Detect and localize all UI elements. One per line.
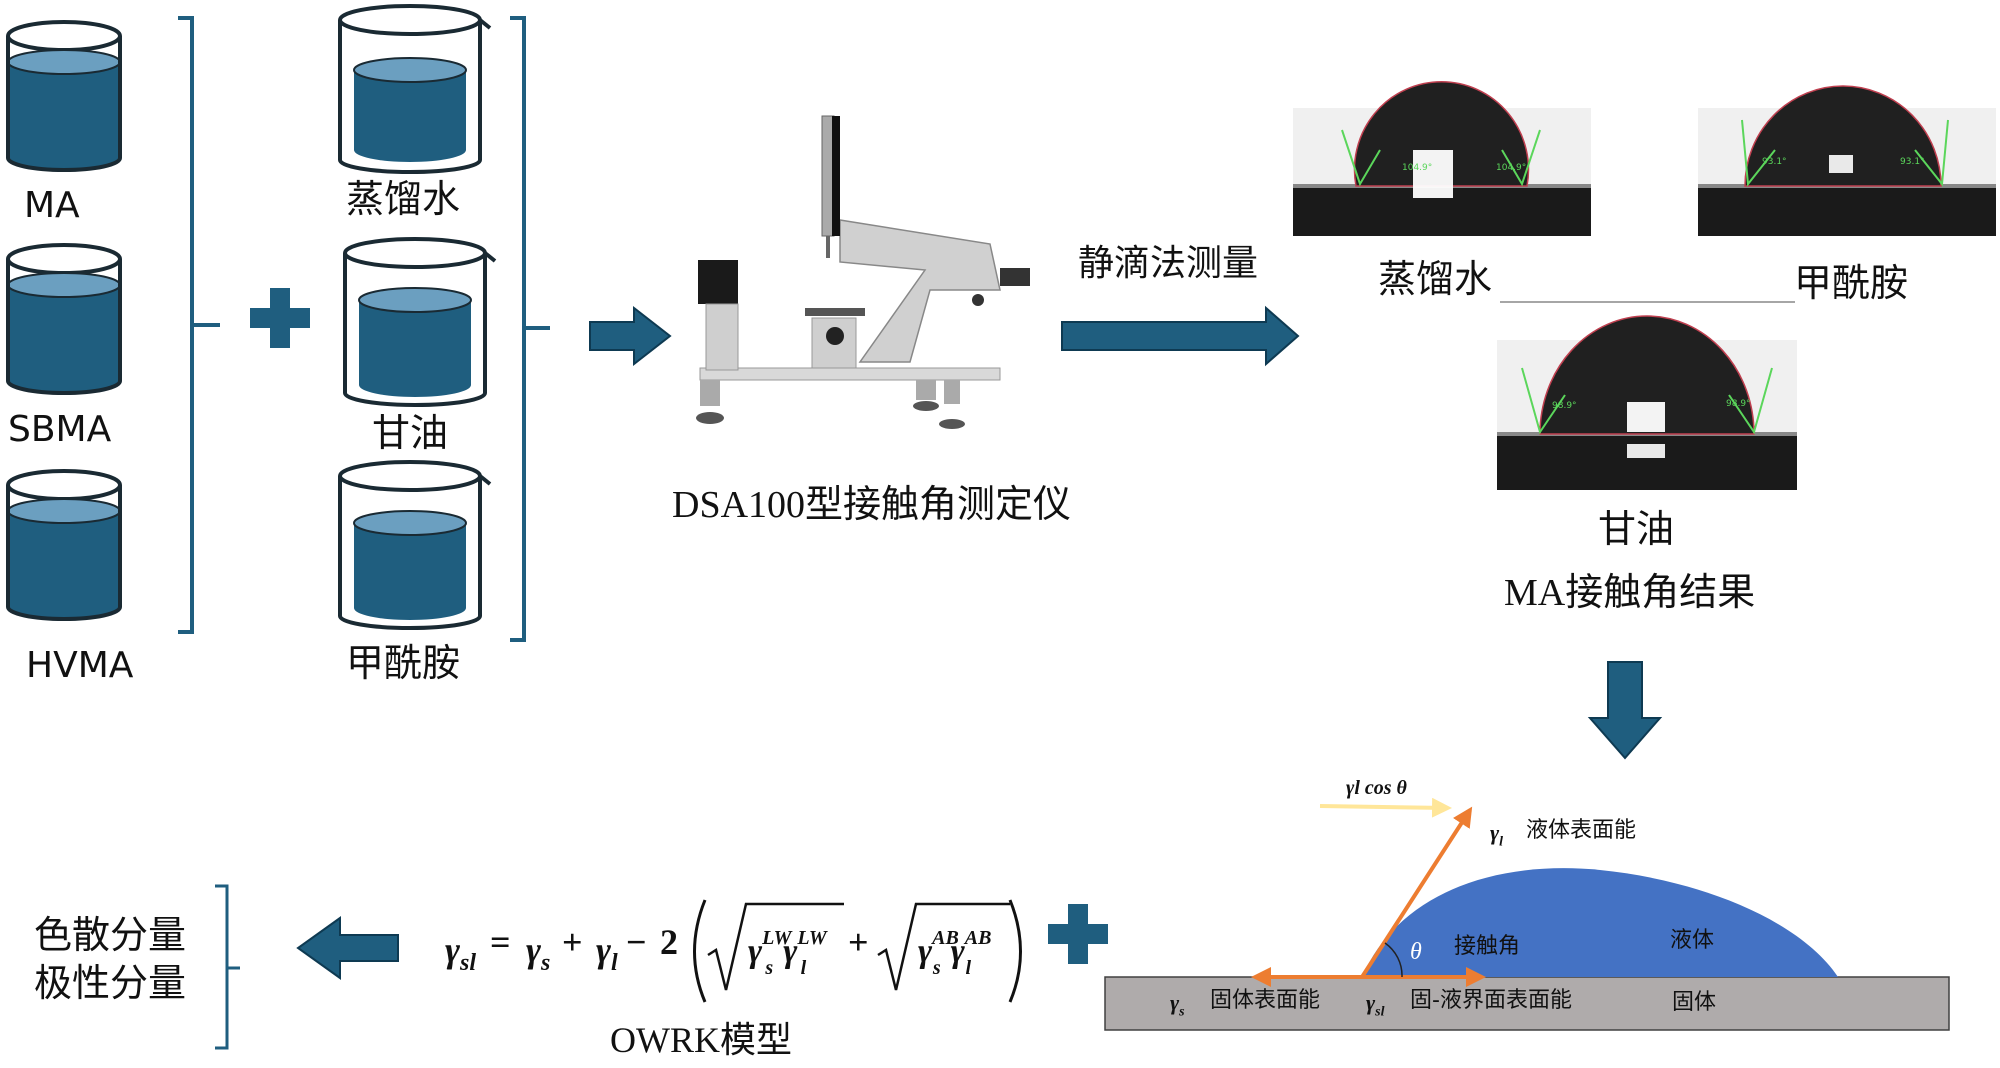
gamma-sl-label: 固-液界面表面能 <box>1410 988 1572 1013</box>
liquid-label-glycerol: 甘油 <box>372 411 449 455</box>
gamma-l-label: 液体表面能 <box>1526 818 1637 843</box>
photo-formamide <box>1698 85 1996 236</box>
beaker-sbma <box>6 243 122 395</box>
svg-text:−: − <box>626 922 647 962</box>
angle-text-formamide-right: 93.1° <box>1900 157 1925 167</box>
component-polar: 极性分量 <box>34 961 187 1005</box>
components-bracket <box>215 884 240 1050</box>
angle-text-water-right: 104.9° <box>1496 163 1527 173</box>
photo-label-water: 蒸馏水 <box>1378 257 1493 301</box>
gamma-s-label: 固体表面能 <box>1210 988 1321 1013</box>
liquid-label-water: 蒸馏水 <box>346 177 461 221</box>
theta-label: 接触角 <box>1454 934 1521 959</box>
svg-text:+: + <box>848 922 869 962</box>
arrow-right-icon <box>589 305 672 367</box>
angle-text-water-left: 104.9° <box>1402 163 1433 173</box>
instrument-label: DSA100型接触角测定仪 <box>672 484 1072 526</box>
young-equation-diagram <box>1104 797 1950 1031</box>
gamma-l-cos-label: γl cos θ <box>1346 777 1407 799</box>
theta-arc <box>1384 942 1403 978</box>
sample-label-sbma: SBMA <box>8 409 112 450</box>
arrow-left-icon <box>296 916 399 980</box>
samples-bracket <box>178 16 220 634</box>
beaker-glycerol <box>343 237 497 407</box>
svg-text:=: = <box>490 922 511 962</box>
liquid-label: 液体 <box>1670 928 1715 953</box>
photo-label-formamide: 甲酰胺 <box>1794 261 1909 305</box>
svg-text:γs: γs <box>526 930 550 976</box>
beaker-ma <box>6 20 122 172</box>
beaker-formamide <box>338 460 492 630</box>
angle-text-glycerol-right: 98.9° <box>1726 399 1751 409</box>
plus-icon-2 <box>1048 904 1108 964</box>
angle-text-formamide-left: 93.1° <box>1762 157 1787 167</box>
model-label: OWRK模型 <box>610 1020 792 1060</box>
gamma-sl-symbol: γsl <box>1366 990 1385 1020</box>
gamma-l-cos-vector <box>1319 797 1452 818</box>
solid-substrate <box>1104 976 1950 1031</box>
gamma-s-symbol: γs <box>1170 990 1185 1020</box>
liquids-bracket <box>510 16 550 642</box>
gamma-l-symbol: γl <box>1490 820 1504 850</box>
photo-glycerol <box>1497 315 1797 490</box>
component-dispersive: 色散分量 <box>34 913 187 957</box>
gamma-l-vector <box>1360 806 1473 979</box>
svg-text:γsl: γsl <box>445 930 476 976</box>
svg-text:2: 2 <box>660 922 678 962</box>
beaker-water <box>338 4 492 174</box>
arrow-down-icon <box>1587 661 1663 760</box>
angle-text-glycerol-left: 98.9° <box>1552 401 1577 411</box>
arrow-right-long-icon <box>1061 305 1300 367</box>
photo-label-glycerol: 甘油 <box>1598 507 1675 551</box>
sample-label-ma: MA <box>24 185 80 226</box>
results-title: MA接触角结果 <box>1504 572 1756 614</box>
theta-symbol: θ <box>1410 939 1422 965</box>
solid-label: 固体 <box>1672 990 1717 1015</box>
plus-icon <box>250 288 310 348</box>
sample-label-hvma: HVMA <box>26 645 134 686</box>
liquid-label-formamide: 甲酰胺 <box>346 641 461 685</box>
liquid-droplet <box>1362 868 1838 977</box>
svg-text:γl: γl <box>596 930 618 976</box>
beaker-hvma <box>6 469 122 621</box>
svg-text:+: + <box>562 922 583 962</box>
dsa100-instrument-image <box>696 115 1030 429</box>
photo-water <box>1293 80 1591 236</box>
measure-method-label: 静滴法测量 <box>1078 243 1259 284</box>
